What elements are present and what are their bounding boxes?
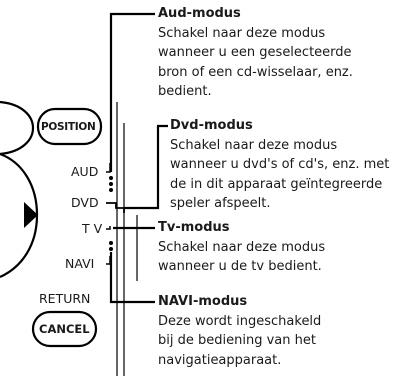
- callout-line: Schakel naar deze modus: [158, 239, 326, 255]
- switch-indicator: [106, 226, 111, 230]
- callout-line: Schakel naar deze modus: [170, 137, 338, 153]
- switch-label-aud: AUD: [71, 164, 99, 179]
- cancel-button[interactable]: CANCEL: [39, 322, 90, 336]
- callout-line: navigatieapparaat.: [158, 352, 282, 368]
- switch-dot: [109, 176, 113, 180]
- partial-round-button: [0, 100, 35, 156]
- switch-dot: [109, 247, 113, 251]
- callout-line: de in dit apparaat geïntegreerde: [170, 176, 383, 192]
- callout-line: Deze wordt ingeschakeld: [158, 313, 322, 329]
- position-button[interactable]: POSITION: [41, 121, 96, 133]
- switch-label-navi: NAVI: [65, 256, 95, 271]
- switch-dot: [109, 241, 113, 245]
- callout-line: wanneer u de tv bedient.: [158, 259, 322, 275]
- leader-line-dvd: [124, 124, 168, 210]
- switch-label-dvd: DVD: [71, 195, 99, 210]
- callout-line: bedient.: [158, 84, 212, 100]
- switch-dot: [109, 188, 113, 192]
- leader-line-navi: [109, 252, 155, 304]
- callout-title: Dvd-modus: [170, 118, 253, 133]
- callout-title: NAVI-modus: [158, 294, 248, 309]
- switch-dot: [109, 182, 113, 186]
- callout-dvd: Dvd-modus Schakel naar deze modus wannee…: [170, 116, 389, 214]
- return-label: RETURN: [39, 291, 91, 306]
- switch-label-tv: T V: [82, 221, 103, 236]
- callout-line: bij de bediening van het: [158, 333, 316, 349]
- callout-aud: Aud-modus Schakel naar deze modus wannee…: [158, 4, 353, 102]
- cancel-button-shape: [31, 310, 98, 348]
- callout-tv: Tv-modus Schakel naar deze modus wanneer…: [158, 218, 325, 277]
- play-arrow-icon: [24, 202, 38, 228]
- position-button-shape: [36, 107, 103, 146]
- switch-indicator: [106, 256, 111, 265]
- callout-title: Aud-modus: [158, 6, 241, 21]
- leader-line-aud: [109, 12, 155, 172]
- callout-line: Schakel naar deze modus: [158, 25, 326, 41]
- callout-line: speler afspeelt.: [170, 196, 271, 212]
- callout-line: wanneer u dvd's of cd's, enz. met: [170, 157, 390, 173]
- callout-title: Tv-modus: [158, 220, 230, 235]
- callout-navi: NAVI-modus Deze wordt ingeschakeld bij d…: [158, 292, 321, 370]
- callout-line: wanneer u een geselecteerde: [158, 45, 352, 61]
- switch-indicator: [106, 163, 111, 173]
- callout-line: bron of een cd-wisselaar, enz.: [158, 64, 353, 80]
- switch-indicator: [106, 202, 125, 213]
